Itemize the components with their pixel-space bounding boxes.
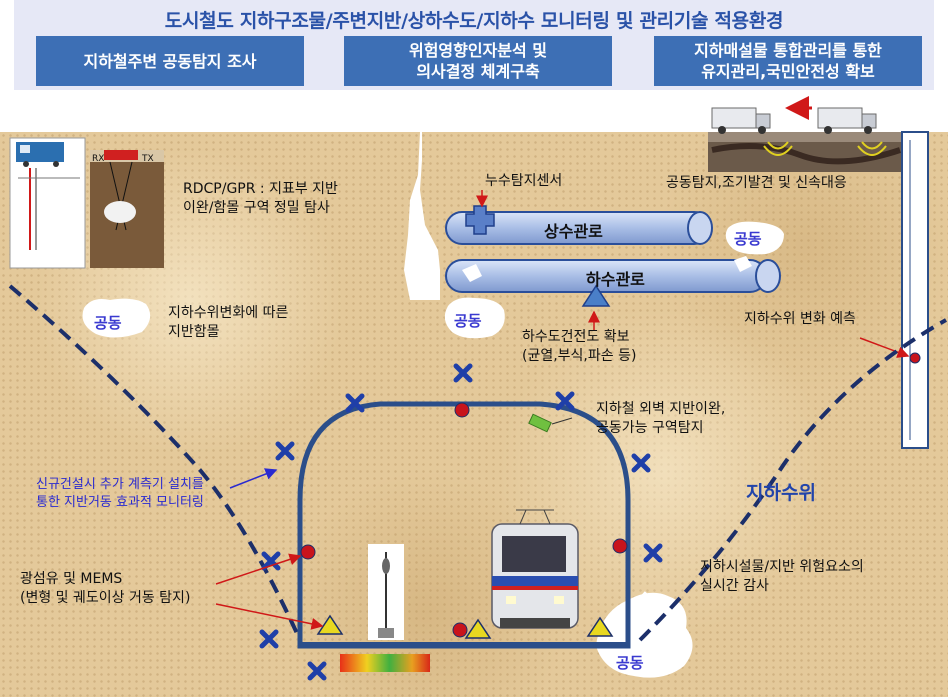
realtime-line2: 실시간 감사 bbox=[700, 578, 769, 594]
sewer-sensor-icon bbox=[581, 284, 611, 307]
subway-wall-line2: 공동가능 구역탐지 bbox=[596, 420, 704, 436]
fiber-mems-caption: 광섬유 및 MEMS (변형 및 궤도이상 거동 탐지) bbox=[20, 570, 190, 608]
sewer-pipe bbox=[445, 259, 781, 293]
groundwater-line-left bbox=[8, 284, 302, 641]
cavity-blob-right bbox=[725, 221, 784, 255]
cavity-label: 공동 bbox=[616, 654, 644, 672]
monitoring-well bbox=[901, 131, 929, 449]
cavity-label: 공동 bbox=[734, 230, 762, 248]
truck-icon bbox=[711, 107, 771, 134]
cavity-detect-label: 공동탐지,조기발견 및 신속대응 bbox=[666, 175, 847, 191]
cavity-blob-center bbox=[444, 297, 505, 339]
topic-box-cavity-survey: 지하철주변 공동탐지 조사 bbox=[36, 36, 304, 86]
leak-sensor-label: 누수탐지센서 bbox=[485, 173, 563, 189]
sewer-health-line2: (균열,부식,파손 등) bbox=[522, 348, 637, 364]
topic-box-integrated-management: 지하매설물 통합관리를 통한 유지관리,국민안전성 확보 bbox=[654, 36, 922, 86]
topic-box-label-line1: 지하매설물 통합관리를 통한 bbox=[694, 41, 882, 60]
cross-sensor-icon bbox=[631, 453, 651, 473]
dot-sensor-icon bbox=[454, 402, 470, 418]
new-construction-line1: 신규건설시 추가 계측기 설치를 bbox=[36, 477, 204, 492]
surface-crack bbox=[404, 132, 440, 300]
new-construction-arrow bbox=[229, 468, 278, 489]
triangle-sensor-icon bbox=[316, 614, 344, 635]
truck-icon bbox=[817, 107, 877, 134]
cross-sensor-icon bbox=[345, 393, 365, 413]
sewer-pipe-label: 하수관로 bbox=[586, 270, 645, 289]
wall-sensor-pointer bbox=[551, 417, 573, 425]
realtime-line1: 지하시설물/지반 위험요소의 bbox=[700, 559, 864, 575]
subway-train-icon bbox=[491, 509, 579, 629]
cavity-label: 공동 bbox=[94, 314, 122, 332]
topic-box-label-line1: 위험영향인자분석 및 bbox=[408, 41, 548, 60]
gpr-rx-label: RX bbox=[92, 154, 104, 164]
gw-predict-label: 지하수위 변화 예측 bbox=[744, 311, 856, 327]
subway-wall-line1: 지하철 외벽 지반이완, bbox=[596, 401, 726, 417]
dot-sensor-icon bbox=[612, 538, 628, 554]
banner-title: 도시철도 지하구조물/주변지반/상하수도/지하수 모니터링 및 관리기술 적용환… bbox=[164, 10, 784, 32]
water-pipe bbox=[445, 211, 713, 245]
fiber-line2: (변형 및 궤도이상 거동 탐지) bbox=[20, 590, 191, 606]
fiber-arrow-triangle bbox=[215, 603, 324, 630]
gw-sink-line2: 지반함몰 bbox=[168, 324, 220, 340]
groundwater-line-right bbox=[638, 318, 947, 642]
pipe-leak-spot bbox=[462, 264, 482, 282]
sewer-health-caption: 하수도건전도 확보 (균열,부식,파손 등) bbox=[522, 328, 636, 366]
gw-predict-arrow bbox=[859, 337, 910, 358]
cross-sensor-group bbox=[259, 363, 663, 681]
realtime-caption: 지하시설물/지반 위험요소의 실시간 감사 bbox=[700, 558, 864, 596]
cross-sensor-icon bbox=[555, 391, 575, 411]
topic-box-label-line2: 유지관리,국민안전성 확보 bbox=[701, 62, 875, 81]
cavity-label: 공동 bbox=[454, 312, 482, 330]
gpr-tx-label: TX bbox=[141, 154, 154, 164]
fiber-arrow-dot bbox=[215, 553, 302, 585]
header-banner: 도시철도 지하구조물/주변지반/상하수도/지하수 모니터링 및 관리기술 적용환… bbox=[14, 0, 934, 90]
fiber-line1: 광섬유 및 MEMS bbox=[20, 571, 123, 587]
cross-sensor-icon bbox=[275, 441, 295, 461]
topic-box-risk-analysis: 위험영향인자분석 및 의사결정 체계구축 bbox=[344, 36, 612, 86]
subway-wall-caption: 지하철 외벽 지반이완, 공동가능 구역탐지 bbox=[596, 400, 725, 438]
cross-sensor-icon bbox=[261, 551, 281, 571]
gw-sink-line1: 지하수위변화에 따른 bbox=[168, 305, 289, 321]
new-construction-line2: 통한 지반거동 효과적 모니터링 bbox=[36, 495, 204, 510]
triangle-sensor-icon bbox=[464, 618, 492, 639]
cavity-blob-left bbox=[82, 298, 151, 338]
topic-box-label-line2: 의사결정 체계구축 bbox=[416, 62, 540, 81]
cross-sensor-icon bbox=[259, 629, 279, 649]
rdcp-caption-line2: 이완/함몰 구역 정밀 탐사 bbox=[183, 200, 330, 216]
gpr-image: RX TX bbox=[90, 150, 164, 268]
dot-sensor-icon bbox=[452, 622, 468, 638]
water-pipe-label: 상수관로 bbox=[544, 222, 603, 241]
tunnel-track bbox=[300, 642, 628, 648]
new-construction-caption: 신규건설시 추가 계측기 설치를 통한 지반거동 효과적 모니터링 bbox=[36, 476, 204, 512]
topic-box-label: 지하철주변 공동탐지 조사 bbox=[83, 51, 257, 71]
thermal-map-image bbox=[340, 654, 430, 672]
rdcp-rig-image bbox=[9, 137, 86, 269]
leak-sensor-icon bbox=[465, 205, 495, 235]
truck-survey-image bbox=[708, 132, 916, 172]
sewer-health-line1: 하수도건전도 확보 bbox=[522, 329, 630, 345]
fiber-sensor-pole-image bbox=[368, 544, 404, 640]
pipe-leak-spot bbox=[734, 256, 752, 272]
triangle-sensor-icon bbox=[586, 616, 614, 637]
wall-sensor-icon bbox=[528, 413, 552, 433]
cross-sensor-icon bbox=[307, 661, 327, 681]
dot-sensor-icon bbox=[300, 544, 316, 560]
cross-sensor-icon bbox=[453, 363, 473, 383]
rdcp-caption-line1: RDCP/GPR : 지표부 지반 bbox=[183, 181, 338, 197]
rdcp-gpr-caption: RDCP/GPR : 지표부 지반 이완/함몰 구역 정밀 탐사 bbox=[183, 180, 338, 218]
groundwater-sink-caption: 지하수위변화에 따른 지반함몰 bbox=[168, 304, 288, 342]
groundwater-level-label: 지하수위 bbox=[746, 482, 816, 504]
dot-sensor-icon bbox=[909, 352, 921, 364]
cross-sensor-icon bbox=[643, 543, 663, 563]
subway-tunnel bbox=[297, 401, 631, 649]
